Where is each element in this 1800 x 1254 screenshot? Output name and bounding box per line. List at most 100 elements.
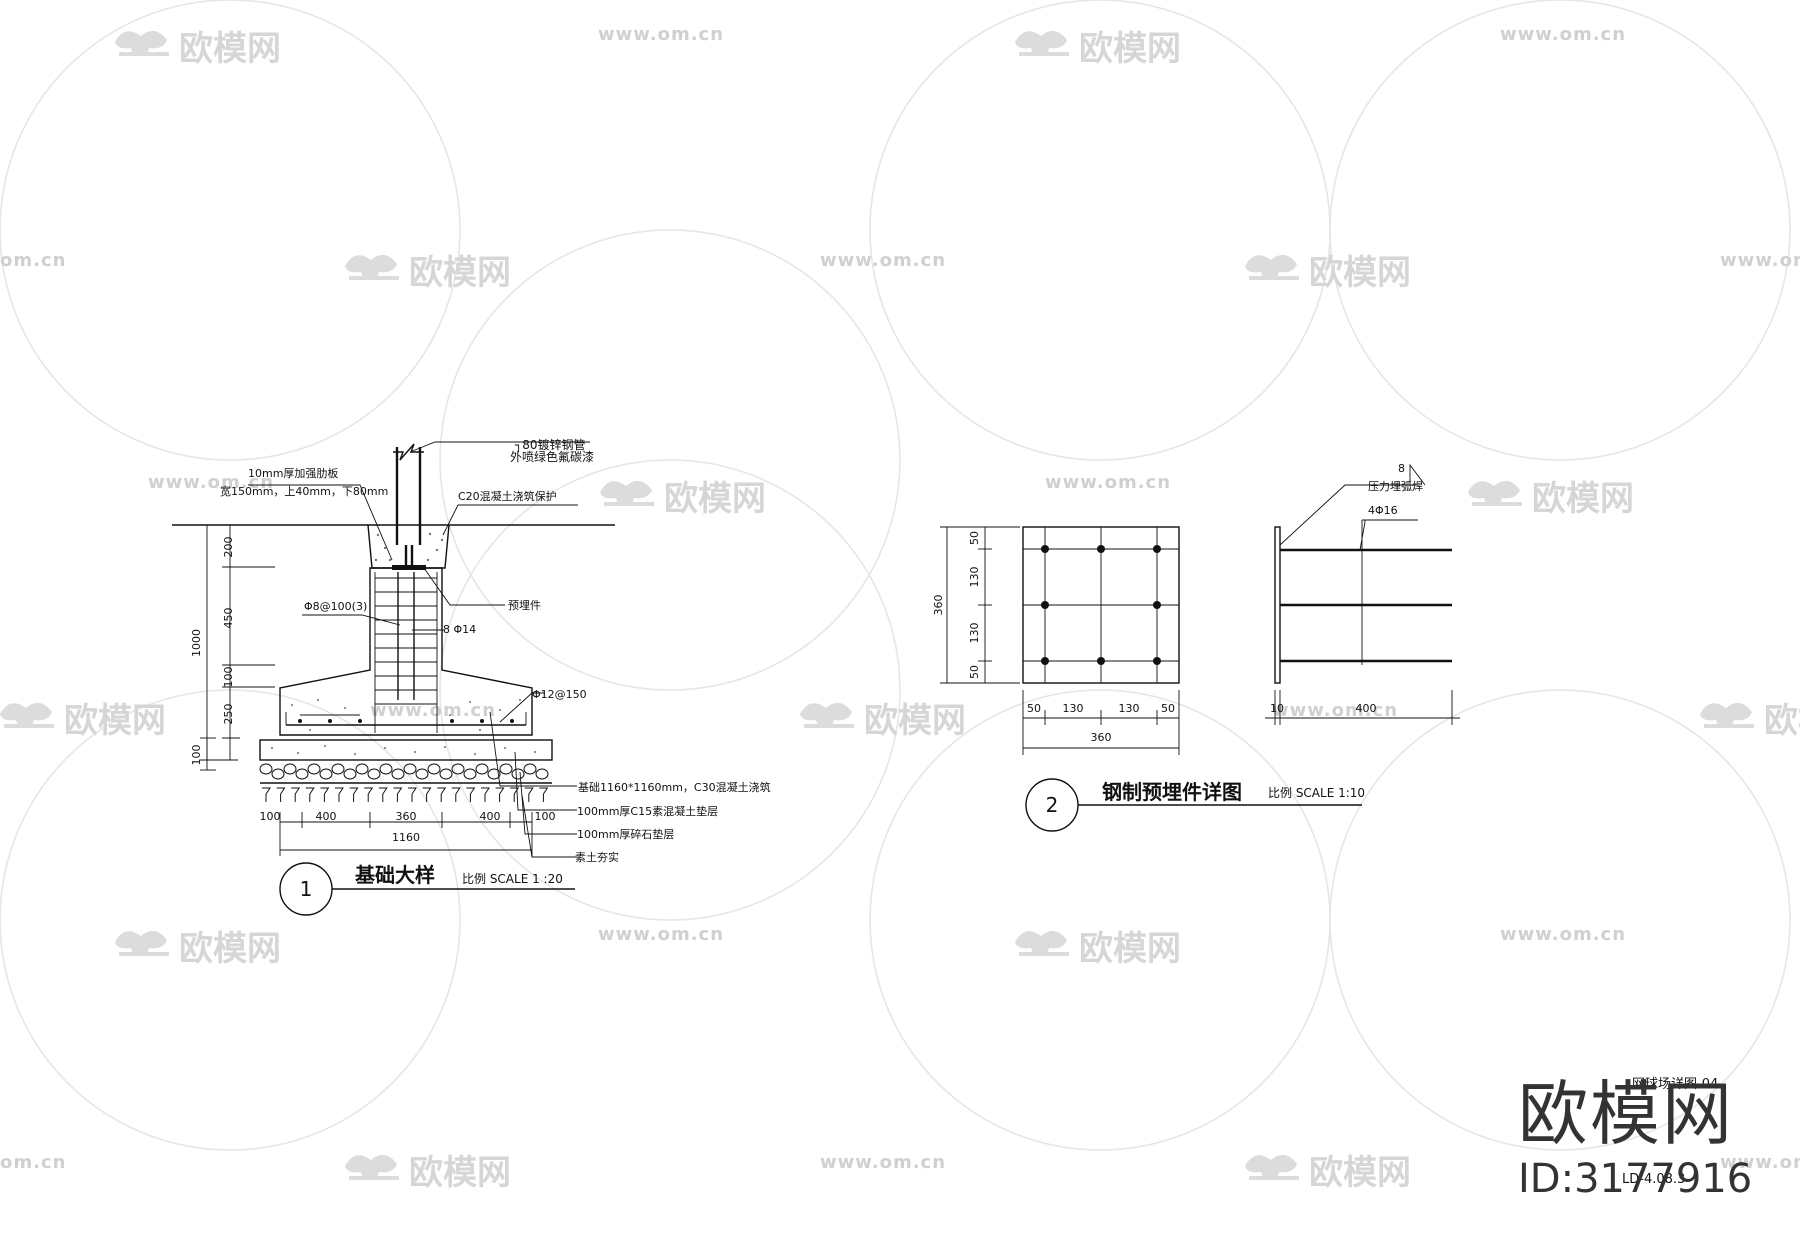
svg-text:欧模网: 欧模网 [179, 29, 281, 69]
dims-left: 1000 200 450 100 250 100 [190, 524, 275, 771]
callout-c20: C20混凝土浇筑保护 [458, 489, 557, 503]
svg-text:欧模网: 欧模网 [664, 479, 766, 519]
d2-dim-left-total: 360 [932, 595, 945, 616]
watermark-brand: 欧模网 [1700, 701, 1800, 741]
watermark-brand: 欧模网 [1015, 29, 1181, 69]
d2-dim-bottom-50-left: 50 [1027, 702, 1041, 715]
dim-250: 250 [222, 704, 235, 725]
watermark-brand: 欧模网 [115, 929, 281, 969]
detail1-foundation-section: 1000 200 450 100 250 100 100 400 360 400… [172, 437, 771, 916]
callout-bar12: Φ12@150 [532, 688, 587, 701]
watermark-url: www.om.cn [820, 250, 946, 271]
detail2-scale: 比例 SCALE 1:10 [1268, 786, 1365, 800]
d2-weld-text: 压力埋弧焊 [1368, 479, 1423, 493]
svg-text:欧模网: 欧模网 [1309, 253, 1411, 293]
dim-bottom-360: 360 [396, 810, 417, 823]
svg-text:欧模网: 欧模网 [864, 701, 966, 741]
svg-text:欧模网: 欧模网 [64, 701, 166, 741]
compacted-soil-hatch [262, 787, 549, 802]
svg-text:欧模网: 欧模网 [409, 1153, 511, 1193]
watermark-brand: 欧模网 [600, 479, 766, 519]
callout-rib-line2: 宽150mm，上40mm，下80mm [220, 484, 388, 498]
d2-dim-left-130-b: 130 [968, 623, 981, 644]
callout-c15: 100mm厚C15素混凝土垫层 [577, 804, 718, 818]
footing-outline [279, 567, 533, 736]
watermark-brand: 欧模网 [1468, 479, 1634, 519]
detail1-callouts: ┐80镀锌钢管 外喷绿色氟碳漆 10mm厚加强肋板 宽150mm，上40mm，下… [220, 437, 771, 864]
watermark-url: www.om.cn [1720, 250, 1800, 271]
watermark-layer: 欧模网欧模网欧模网欧模网欧模网欧模网欧模网欧模网欧模网欧模网欧模网欧模网欧模网 … [0, 0, 1800, 1193]
callout-gravel: 100mm厚碎石垫层 [577, 827, 674, 841]
watermark-brand: 欧模网 [800, 701, 966, 741]
watermark-url: www.om.cn [148, 472, 274, 493]
anchor-bolt-holes [1041, 545, 1161, 665]
drawing-code: LD-4.08.3 [1622, 1172, 1685, 1187]
svg-text:欧模网: 欧模网 [1309, 1153, 1411, 1193]
pipe-break-mark [393, 443, 424, 461]
svg-text:欧模网: 欧模网 [1079, 29, 1181, 69]
svg-text:欧模网: 欧模网 [1764, 701, 1800, 741]
watermark-brand: 欧模网 [1245, 253, 1411, 293]
watermark-url: www.om.cn [1045, 472, 1171, 493]
watermark-url: www.om.cn [598, 24, 724, 45]
dim-450: 450 [222, 608, 235, 629]
callout-base: 基础1160*1160mm，C30混凝土浇筑 [578, 780, 771, 794]
callout-pipe-line1: ┐80镀锌钢管 [514, 437, 586, 452]
d2-dim-left-50-top: 50 [968, 531, 981, 545]
callout-soil: 素土夯实 [575, 850, 619, 864]
watermark-url: www.om.cn [1720, 1152, 1800, 1173]
image-id-label: ID:3177916 [1518, 1156, 1752, 1202]
sheet-name-fragment: 网球场详图-04 [1632, 1077, 1718, 1092]
detail1-title: 基础大样 [355, 863, 435, 887]
detail2-dims-bottom: 50 130 130 50 360 [1022, 690, 1180, 755]
watermark-url-short: om.cn [0, 250, 66, 271]
gravel-layer [259, 763, 552, 784]
detail2-title-block: 2 钢制预埋件详图 比例 SCALE 1:10 [1025, 778, 1365, 832]
detail1-title-block: 1 基础大样 比例 SCALE 1 :20 [279, 862, 575, 916]
callout-bar14: 8 Φ14 [443, 623, 476, 636]
d2-dim-left-50-bottom: 50 [968, 665, 981, 679]
svg-text:欧模网: 欧模网 [179, 929, 281, 969]
detail2-number: 2 [1046, 793, 1059, 817]
plate-side-view: 10 400 8 压力埋弧焊 4Φ16 [1265, 462, 1460, 725]
watermark-url: www.om.cn [1500, 924, 1626, 945]
brand-logo-large: 欧模网 [1518, 1073, 1734, 1155]
watermark-url: www.om.cn [370, 700, 496, 721]
d2-dim-bottom-130-b: 130 [1119, 702, 1140, 715]
watermark-brand: 欧模网 [115, 29, 281, 69]
svg-text:欧模网: 欧模网 [1532, 479, 1634, 519]
dim-100-b: 100 [190, 745, 203, 766]
rebar-cage [285, 572, 527, 733]
dim-100-a: 100 [222, 667, 235, 688]
dim-bottom-400-left: 400 [316, 810, 337, 823]
d2-dim-left-130-a: 130 [968, 567, 981, 588]
callout-stirrup: Φ8@100(3) [304, 600, 367, 613]
watermark-url: www.om.cn [820, 1152, 946, 1173]
watermark-brand: 欧模网 [345, 253, 511, 293]
detail2-dims-left: 360 50 130 130 50 [932, 526, 1020, 684]
d2-weld-size: 8 [1398, 462, 1405, 475]
d2-dim-bottom-total: 360 [1091, 731, 1112, 744]
svg-text:欧模网: 欧模网 [1079, 929, 1181, 969]
dim-bottom-100-left: 100 [260, 810, 281, 823]
callout-embed: 预埋件 [508, 599, 541, 612]
d2-side-dim-400: 400 [1356, 702, 1377, 715]
dim-bottom-1160: 1160 [392, 831, 420, 844]
watermark-brand: 欧模网 [1015, 929, 1181, 969]
watermark-url: www.om.cn [1500, 24, 1626, 45]
dim-bottom-100-right: 100 [535, 810, 556, 823]
svg-text:欧模网: 欧模网 [409, 253, 511, 293]
watermark-brand: 欧模网 [345, 1153, 511, 1193]
watermark-url: www.om.cn [1272, 700, 1398, 721]
watermark-url-short: om.cn [0, 1152, 66, 1173]
watermark-url: www.om.cn [598, 924, 724, 945]
dims-bottom: 100 400 360 400 100 1160 [260, 810, 556, 856]
d2-bar-text: 4Φ16 [1368, 504, 1398, 517]
detail2-title: 钢制预埋件详图 [1102, 780, 1242, 804]
detail1-number: 1 [300, 877, 313, 901]
watermark-brand: 欧模网 [0, 701, 166, 741]
d2-dim-bottom-50-right: 50 [1161, 702, 1175, 715]
dim-bottom-400-right: 400 [480, 810, 501, 823]
callout-pipe-line2: 外喷绿色氟碳漆 [510, 449, 594, 464]
dim-1000: 1000 [190, 629, 203, 657]
